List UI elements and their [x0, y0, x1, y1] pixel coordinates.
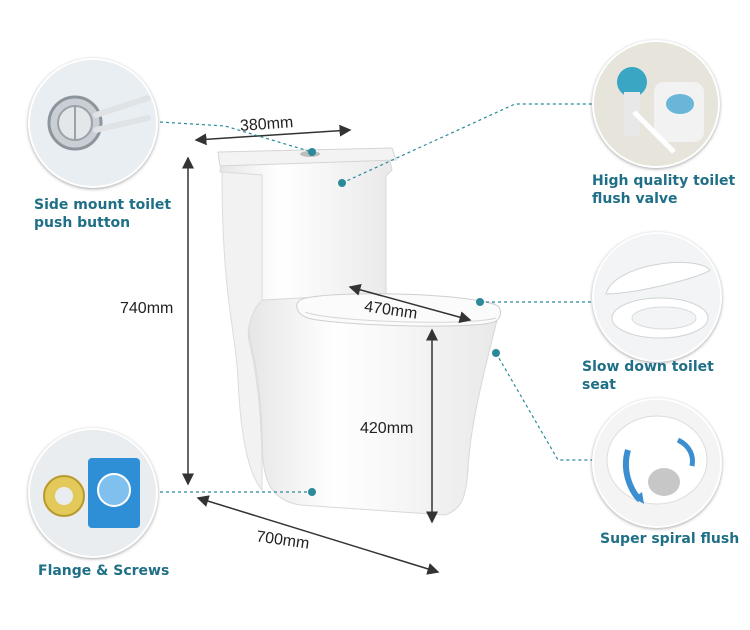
push-button-icon [28, 58, 158, 188]
tank-width-label: 380mm [239, 114, 294, 135]
push-button-caption-line2: push button [34, 215, 131, 231]
toilet-seat-icon [592, 232, 722, 362]
spiral-flush-icon [592, 398, 722, 528]
flush-valve-caption-line1: High quality toilet [592, 173, 736, 189]
seat-height-label: 420mm [360, 420, 414, 437]
total-height-label: 740mm [120, 300, 174, 317]
flange-icon [28, 428, 158, 558]
flush-valve-icon [592, 40, 720, 168]
flush-valve-caption-line2: flush valve [592, 191, 678, 207]
flange-caption: Flange & Screws [38, 563, 170, 579]
spiral-flush-caption: Super spiral flush [600, 531, 740, 547]
push-button-caption-line1: Side mount toilet [34, 197, 172, 213]
flush-valve-caption: High quality toilet flush valve [592, 172, 742, 208]
toilet-illustration [217, 147, 502, 516]
toilet-seat-caption: Slow down toilet seat [582, 359, 714, 393]
push-button-caption: Side mount toilet push button [34, 196, 184, 232]
